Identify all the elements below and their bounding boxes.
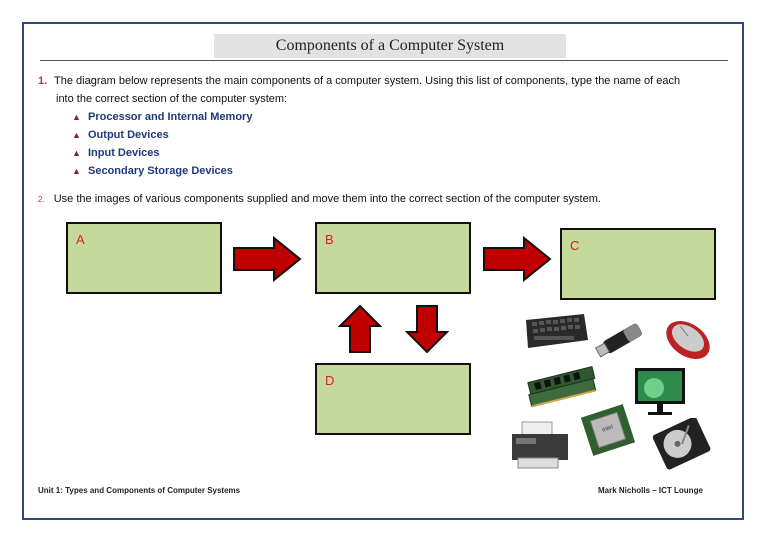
question-2-number: 2. bbox=[38, 195, 45, 204]
list-item: ▲ Processor and Internal Memory bbox=[72, 108, 252, 126]
box-d[interactable]: D bbox=[315, 363, 471, 435]
bullet-icon: ▲ bbox=[72, 112, 81, 122]
page-border bbox=[22, 22, 744, 520]
processor-icon[interactable]: intel bbox=[580, 404, 636, 456]
list-item-label: Output Devices bbox=[88, 129, 169, 141]
question-2-text: Use the images of various components sup… bbox=[53, 193, 601, 205]
list-item-label: Input Devices bbox=[88, 147, 160, 159]
arrow-right-a-to-b bbox=[233, 236, 302, 282]
question-1: 1. The diagram below represents the main… bbox=[38, 72, 738, 90]
hard-disk-icon[interactable] bbox=[652, 418, 712, 470]
arrow-right-b-to-c bbox=[483, 236, 552, 282]
question-1-text-line2: into the correct section of the computer… bbox=[56, 93, 288, 105]
question-2: 2. Use the images of various components … bbox=[38, 190, 738, 209]
list-item-label: Secondary Storage Devices bbox=[88, 165, 233, 177]
box-d-label: D bbox=[325, 373, 335, 388]
page-title: Components of a Computer System bbox=[275, 37, 505, 54]
component-list: ▲ Processor and Internal Memory ▲ Output D… bbox=[72, 108, 252, 180]
bullet-icon: ▲ bbox=[72, 130, 81, 140]
title-divider bbox=[40, 60, 728, 61]
box-b[interactable]: B bbox=[315, 222, 471, 294]
mouse-icon[interactable] bbox=[658, 314, 718, 366]
list-item: ▲ Input Devices bbox=[72, 144, 252, 162]
list-item-label: Processor and Internal Memory bbox=[88, 111, 253, 123]
usb-drive-icon[interactable] bbox=[592, 312, 658, 362]
box-a-label: A bbox=[76, 232, 85, 247]
title-bar bbox=[214, 34, 566, 58]
footer-right: Mark Nicholls – ICT Lounge bbox=[598, 486, 703, 495]
footer-left: Unit 1: Types and Components of Computer… bbox=[38, 486, 241, 495]
arrow-up-d-to-b bbox=[338, 304, 382, 353]
svg-text:intel: intel bbox=[602, 424, 614, 433]
arrow-down-b-to-d bbox=[405, 305, 449, 354]
box-c[interactable]: C bbox=[560, 228, 716, 300]
keyboard-icon[interactable] bbox=[522, 312, 590, 350]
question-1-number: 1. bbox=[38, 75, 48, 87]
printer-icon[interactable] bbox=[508, 418, 572, 472]
list-item: ▲ Secondary Storage Devices bbox=[72, 162, 252, 180]
ram-icon[interactable] bbox=[524, 364, 604, 410]
box-c-label: C bbox=[570, 238, 580, 253]
box-a[interactable]: A bbox=[66, 222, 222, 294]
box-b-label: B bbox=[325, 232, 334, 247]
question-1-text-line1: The diagram below represents the main co… bbox=[54, 75, 681, 87]
monitor-icon[interactable] bbox=[632, 366, 688, 418]
bullet-icon: ▲ bbox=[72, 148, 81, 158]
list-item: ▲ Output Devices bbox=[72, 126, 252, 144]
bullet-icon: ▲ bbox=[72, 166, 81, 176]
